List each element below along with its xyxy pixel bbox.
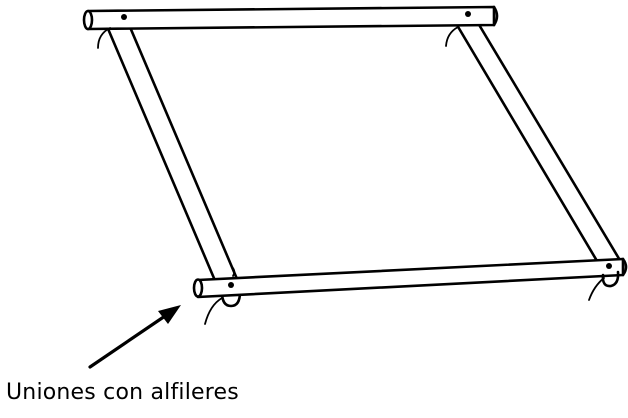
pin-thread-bottom-left-2	[231, 266, 236, 277]
caption-label: Uniones con alfileres	[6, 380, 239, 405]
bottom-bar	[192, 257, 628, 299]
pin-dot-bottom-left	[228, 282, 234, 288]
pin-dot-top-left	[121, 14, 127, 20]
pin-thread-top-right	[445, 26, 459, 47]
pin-thread-bottom-left	[204, 297, 223, 325]
pointer-arrow	[88, 305, 181, 369]
left-bar	[104, 18, 242, 292]
pin-dot-top-right	[465, 11, 471, 17]
pin-thread-top-left	[97, 27, 111, 49]
right-bar	[452, 16, 623, 268]
pin-dot-bottom-right	[606, 263, 612, 269]
top-bar	[82, 5, 499, 31]
pin-joints	[121, 11, 612, 288]
pin-thread-bottom-right	[588, 277, 605, 301]
